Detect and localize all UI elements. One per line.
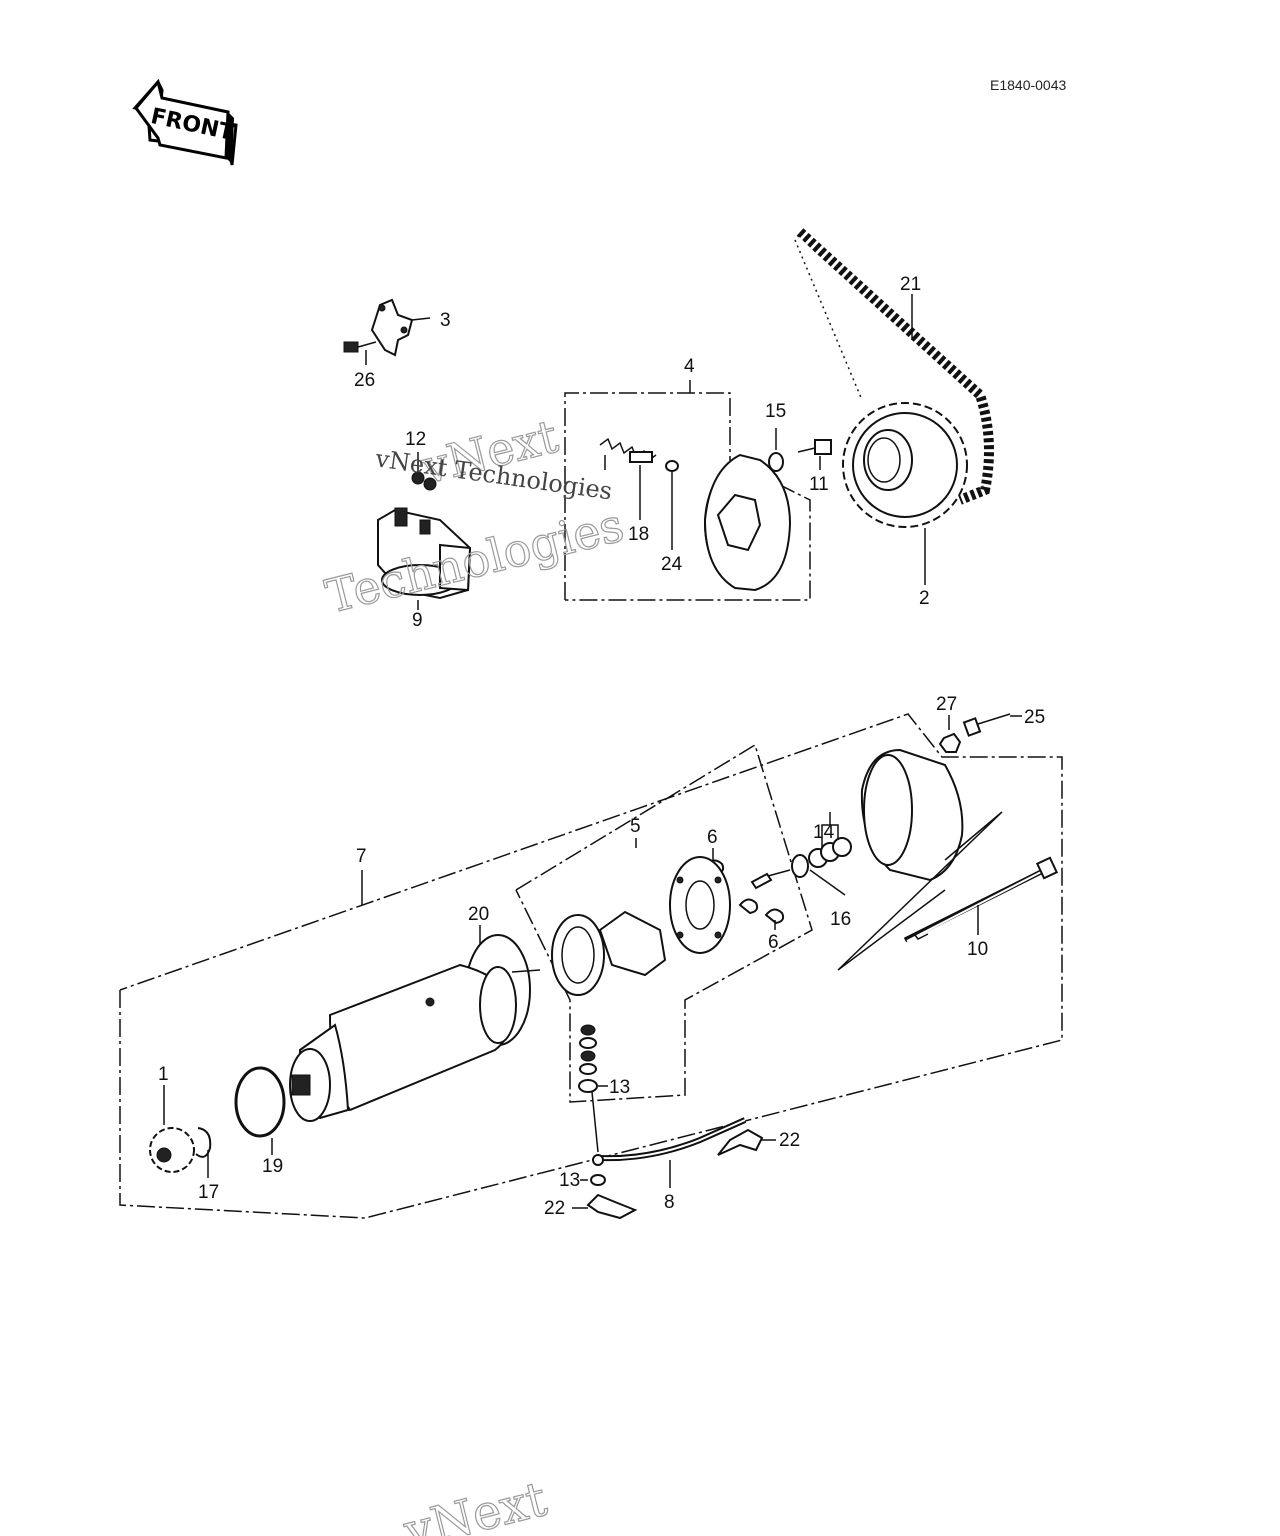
callout-12: 12 [405,429,426,450]
callout-4: 4 [684,356,695,377]
bolt-part-25 [962,713,1011,737]
callout-26: 26 [354,370,375,391]
group-bracket-7 [119,713,1063,1219]
o-ring-part-19 [234,1066,286,1138]
callout-6-a: 6 [707,827,718,848]
callout-24: 24 [661,554,683,575]
front-arrow-icon: FRONT [132,78,238,166]
callout-7: 7 [356,846,367,867]
clutch-part-4 [703,453,792,592]
callout-labels: 1 2 3 4 5 6 6 7 8 9 10 11 12 13 13 14 15… [158,274,1045,1219]
brush-holder-part [551,910,667,996]
bolt-part-11 [797,439,832,455]
relay-part-9 [377,507,472,600]
nut-part-27 [938,732,962,753]
callout-19: 19 [262,1156,283,1177]
callout-16: 16 [830,909,851,930]
callout-21: 21 [900,274,921,295]
cable-part-8 [592,1117,747,1166]
callout-5: 5 [630,816,641,837]
watermark-bottom: vNext [398,1471,552,1536]
brush-plate-part [669,856,731,954]
through-bolt-part-10 [903,856,1059,943]
group-bracket-5 [515,743,813,1103]
chain-part-21 [794,228,994,505]
callout-14: 14 [813,822,835,843]
callout-27: 27 [936,694,957,715]
washer-part-15 [768,452,784,472]
callout-8: 8 [664,1192,675,1213]
callout-22-a: 22 [779,1130,800,1151]
callout-1: 1 [158,1064,169,1085]
callout-11: 11 [809,474,829,495]
watermark-line-2: Technologies [320,498,628,624]
callout-18: 18 [628,524,649,545]
callout-25: 25 [1024,707,1045,728]
callout-20: 20 [468,904,489,925]
callout-13-a: 13 [609,1077,630,1098]
spring-part-18 [599,437,657,463]
callout-15: 15 [765,401,786,422]
washer-stack-part-13 [578,1024,598,1093]
starter-motor-part-7 [289,963,517,1122]
callout-9: 9 [412,610,423,631]
end-cover-part [860,748,964,882]
terminal-part-22-b [586,1193,638,1220]
bolt-part-26 [343,341,377,353]
callout-10: 10 [967,939,988,960]
sprocket-part-2 [842,402,968,528]
circlip-part-17 [195,1127,212,1158]
callout-17: 17 [198,1182,219,1203]
bracket-part-3 [370,298,414,357]
callout-6-b: 6 [768,932,779,953]
diagram-code: E1840-0043 [990,77,1067,93]
nut-part-13-b [590,1174,606,1186]
group-bracket-4 [564,392,811,601]
pinion-gear-part-1 [149,1127,195,1173]
callout-13-b: 13 [559,1170,580,1191]
callout-3: 3 [440,310,451,331]
terminal-part-22-a [717,1128,764,1156]
callout-22-b: 22 [544,1198,565,1219]
pin-part-24 [665,460,679,472]
callout-2: 2 [919,588,930,609]
washer-part-16 [791,854,809,878]
